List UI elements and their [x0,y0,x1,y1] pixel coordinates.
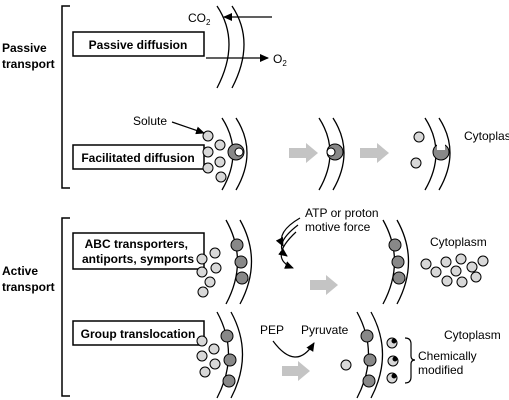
facilitated-molecules-left [202,130,227,183]
transporter-protein [223,353,237,367]
abc-transporters-2 [388,238,406,285]
group-molecules-outside [196,335,221,378]
pyruvate-label: Pyruvate [301,323,349,337]
facilitated-molecules-right [410,131,425,169]
facilitated-diffusion-box [72,144,205,170]
solute-molecule [196,253,208,265]
group-molecules-outside-2 [340,359,352,371]
process-arrow [310,275,338,295]
transporter-protein [392,271,406,285]
modified-molecules [386,337,399,384]
energy-label: ATP or proton motive force [305,206,382,234]
solute-molecule [208,343,220,355]
solute-molecule [210,262,222,274]
energy-arrows [275,217,301,269]
solute-molecule [420,258,432,270]
transporter-protein [230,238,244,252]
solute-molecule [456,276,468,288]
solute-molecule [214,139,226,151]
bound-solute [326,147,336,157]
active-section-label: Active transport [2,264,55,294]
solute-molecule [466,261,478,273]
solute-label: Solute [133,114,167,128]
pep-label: PEP [260,323,284,337]
passive-membrane [216,5,245,89]
solute-molecule [441,275,453,287]
bound-solute [234,147,244,157]
process-arrow [289,143,318,163]
facilitated-diffusion-label: Facilitated diffusion [81,151,194,165]
solute-molecule [413,131,425,143]
transporter-protein [388,238,402,252]
solute-molecule [455,253,467,265]
cytoplasm-label: Cytoplasm [444,328,501,342]
process-arrow [282,361,310,381]
group-translocation-box [72,320,205,346]
co2-label: CO2 [188,11,211,27]
solute-molecule [196,335,208,347]
solute-molecule [199,366,211,378]
solute-molecule [470,271,482,283]
group-transporters-2 [360,329,377,388]
pep-pyruvate-arrow [272,340,315,358]
solute-molecule [202,146,214,158]
o2-label: O2 [273,52,287,68]
solute-molecule [202,130,214,142]
transporter-protein [360,329,374,343]
abc-molecules-outside [196,247,222,298]
group-transporters-1 [220,329,237,388]
cytoplasm-label: Cytoplasm [430,235,487,249]
process-arrow [360,143,389,163]
abc-transporters-1 [230,238,249,285]
group-translocation-label: Group translocation [81,327,196,341]
transporter-protein [235,271,249,285]
solute-molecule [215,171,227,183]
solute-molecule [430,266,442,278]
modified-brace [404,337,416,384]
abc-molecules-inside [420,253,489,288]
solute-molecule [209,247,221,259]
solute-molecule [214,156,226,168]
solute-molecule [410,157,422,169]
solute-molecule [202,162,214,174]
abc-transporters-box [72,232,205,270]
solute-molecule [197,286,209,298]
solute-molecule [196,266,208,278]
transporter-protein [363,353,377,367]
transporter-gap [437,143,445,150]
abc-transporters-label: ABC transporters, antiports, symports [82,237,194,266]
active-bracket [61,217,70,397]
solute-molecule [340,359,352,371]
solute-molecule [450,265,462,277]
transporter-protein [391,255,405,269]
transporter-protein [362,374,376,388]
passive-bracket [61,5,70,189]
solute-pointer [171,121,205,135]
transporter-protein [234,255,248,269]
passive-diffusion-label: Passive diffusion [89,38,188,52]
transporter-protein [222,374,236,388]
solute-molecule [196,350,208,362]
passive-diffusion-box [72,31,205,57]
transporter-protein [220,329,234,343]
passive-section-label: Passive transport [2,41,55,71]
solute-molecule [440,256,452,268]
solute-molecule [477,255,489,267]
solute-molecule [209,358,221,370]
chemically-modified-label: Chemically modified [418,349,480,377]
solute-molecule [204,276,216,288]
cytoplasm-label: Cytoplasm [464,129,509,143]
